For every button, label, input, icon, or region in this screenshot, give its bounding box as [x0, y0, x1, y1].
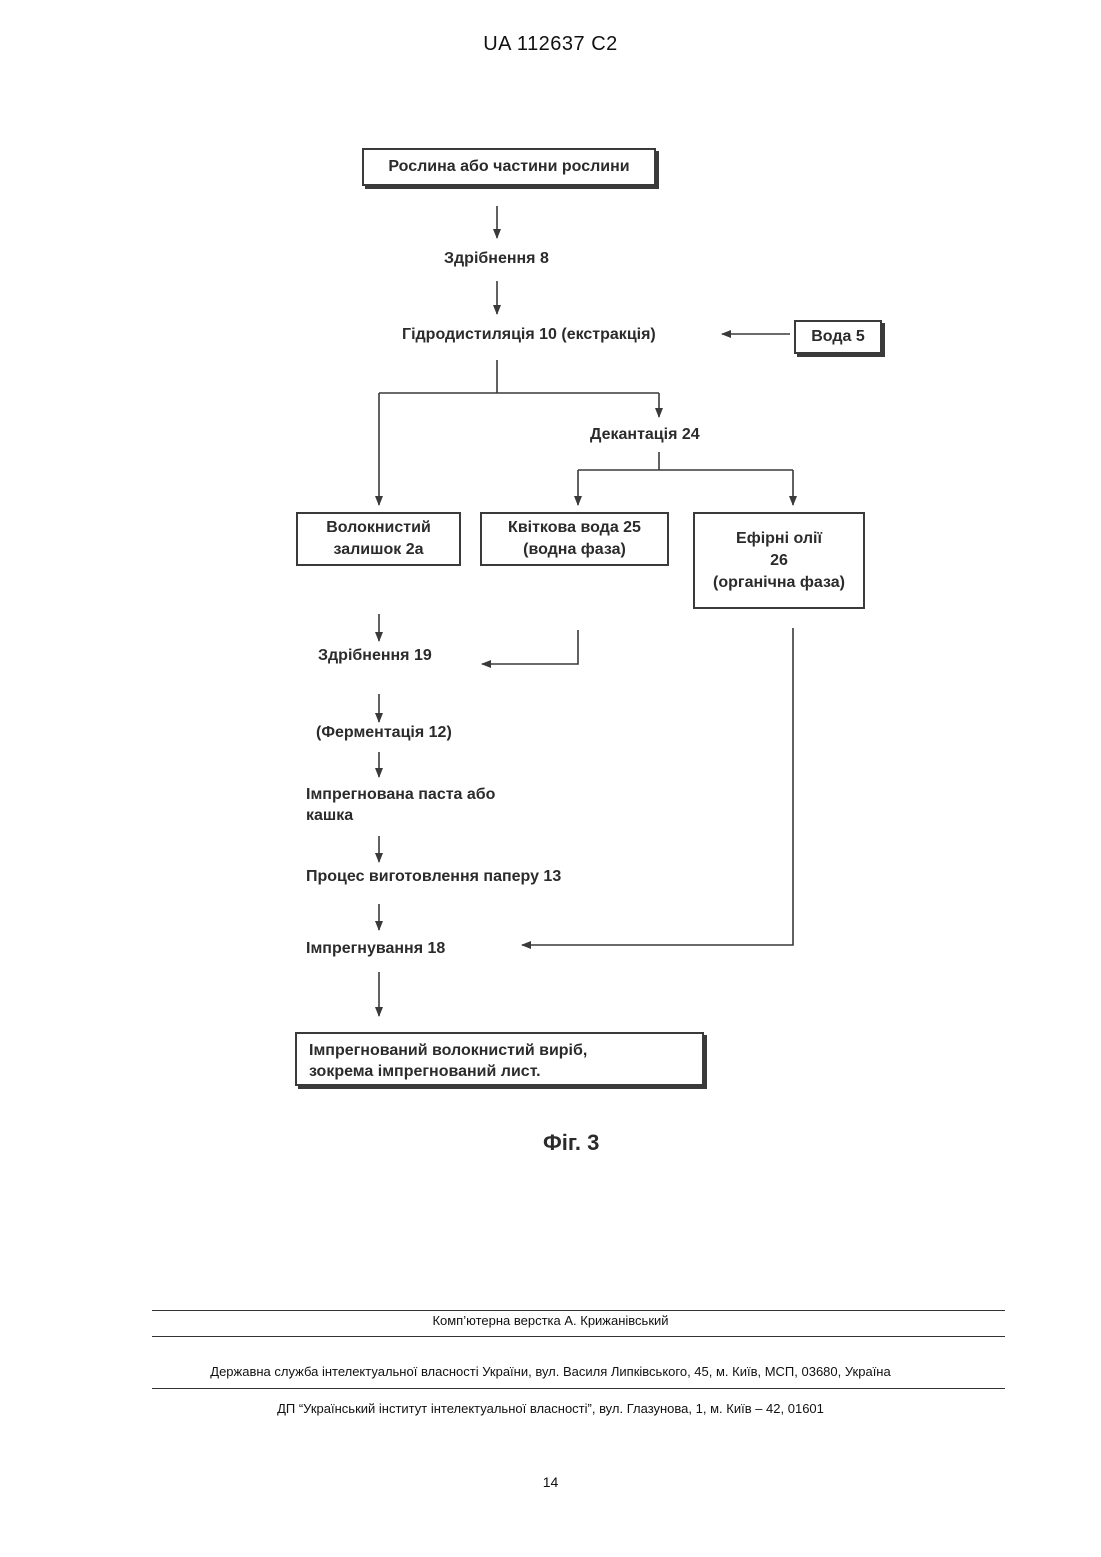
essential-oils-line3: (органічна фаза): [713, 572, 845, 594]
essential-oils-line2: 26: [770, 550, 788, 572]
floral-water-line1: Квіткова вода 25: [508, 517, 641, 539]
grinding-8-step: Здрібнення 8: [444, 250, 549, 268]
hydrodistillation-step: Гідродистиляція 10 (екстракція): [402, 326, 656, 344]
decantation-step: Декантація 24: [590, 426, 700, 444]
fibrous-residue-line2: залишок 2а: [334, 539, 424, 561]
footer-rule-middle: [152, 1336, 1005, 1337]
arrow-oils-to-impregnation: [522, 628, 793, 945]
page-number: 14: [0, 1474, 1101, 1490]
final-product-line1: Імпрегнований волокнистий виріб,: [309, 1040, 702, 1061]
paper-process-step: Процес виготовлення паперу 13: [306, 868, 561, 886]
final-product-line2: зокрема імпрегнований лист.: [309, 1061, 702, 1082]
plant-box: Рослина або частини рослини: [362, 148, 656, 186]
final-product-box: Імпрегнований волокнистий виріб, зокрема…: [295, 1032, 704, 1086]
footer-rule-bottom: [152, 1388, 1005, 1389]
impregnated-paste-step: Імпрегнована паста або кашка: [306, 784, 495, 826]
impregnation-step: Імпрегнування 18: [306, 940, 445, 958]
footer-rule-top: [152, 1310, 1005, 1311]
essential-oils-line1: Ефірні олії: [736, 528, 822, 550]
grinding-19-step: Здрібнення 19: [318, 647, 432, 665]
impregnated-paste-line2: кашка: [306, 805, 495, 826]
agency-address: Державна служба інтелектуальної власност…: [0, 1364, 1101, 1379]
fibrous-residue-box: Волокнистий залишок 2а: [296, 512, 461, 566]
plant-box-label: Рослина або частини рослини: [388, 158, 629, 176]
fermentation-step: (Ферментація 12): [316, 724, 452, 742]
essential-oils-box: Ефірні олії 26 (органічна фаза): [693, 512, 865, 609]
fibrous-residue-line1: Волокнистий: [326, 517, 431, 539]
institute-address: ДП “Український інститут інтелектуальної…: [0, 1401, 1101, 1416]
figure-caption: Фіг. 3: [543, 1130, 599, 1156]
water-box: Вода 5: [794, 320, 882, 354]
floral-water-box: Квіткова вода 25 (водна фаза): [480, 512, 669, 566]
arrow-floral-water-to-grinding19: [482, 630, 578, 664]
floral-water-line2: (водна фаза): [523, 539, 626, 561]
layout-credit: Комп’ютерна верстка А. Крижанівський: [0, 1313, 1101, 1328]
impregnated-paste-line1: Імпрегнована паста або: [306, 784, 495, 805]
water-box-label: Вода 5: [811, 328, 865, 346]
